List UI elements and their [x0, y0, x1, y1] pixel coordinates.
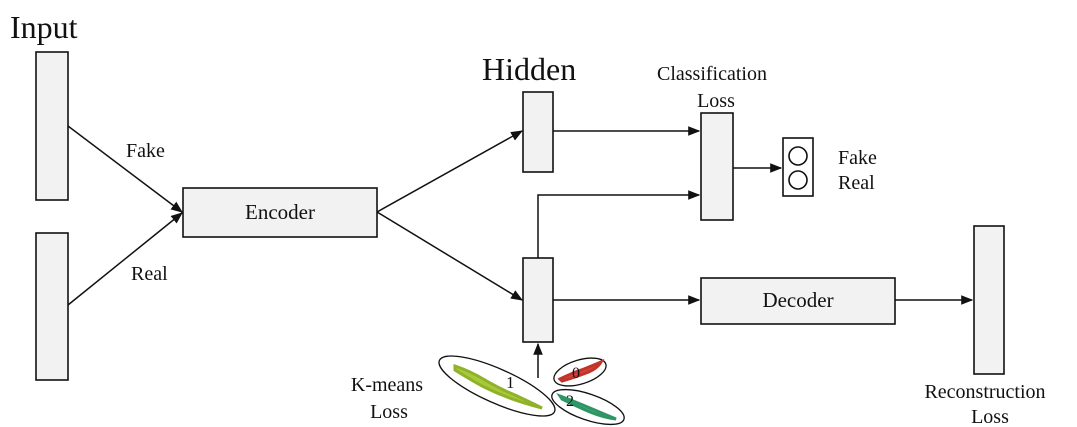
edge-input-real-to-encoder	[67, 212, 183, 306]
input-title: Input	[10, 9, 78, 45]
output-fake-node	[788, 146, 808, 166]
reconstruction-loss-label-line1: Reconstruction	[924, 381, 1045, 403]
edge-latent-to-classifier	[537, 190, 701, 258]
classifier-box	[700, 112, 734, 221]
decoder-box	[700, 277, 896, 325]
edge-encoder-to-hidden-top	[376, 130, 524, 213]
output-real-label: Real	[838, 172, 875, 194]
cluster-1-label: 1	[506, 373, 515, 392]
kmeans-loss-label-line1: K-means	[351, 374, 423, 396]
cluster-1-illustration: 1	[438, 355, 556, 417]
classification-loss-label-line2: Loss	[697, 90, 735, 112]
reconstruction-box	[973, 225, 1005, 375]
cluster-2-illustration: 2	[551, 388, 625, 426]
hidden-latent-box	[522, 257, 554, 343]
edge-encoder-to-hidden-bottom	[376, 211, 524, 301]
edge-input-fake-to-encoder	[67, 125, 183, 213]
hidden-classification-box	[522, 91, 554, 173]
real-edge-label: Real	[131, 263, 168, 285]
encoder-box	[182, 187, 378, 238]
cluster-0-illustration: 0	[553, 357, 607, 387]
cluster-2-label: 2	[566, 393, 574, 410]
hidden-title: Hidden	[482, 51, 576, 87]
kmeans-loss-label-line2: Loss	[370, 401, 408, 423]
output-real-node	[788, 170, 808, 190]
input-fake-box	[35, 51, 69, 201]
classification-loss-label-line1: Classification	[657, 63, 767, 85]
fake-edge-label: Fake	[126, 140, 165, 162]
encoder-label: Encoder	[245, 200, 315, 224]
reconstruction-loss-label-line2: Loss	[971, 406, 1009, 427]
input-real-box	[35, 232, 69, 381]
cluster-0-label: 0	[572, 365, 580, 382]
output-fake-label: Fake	[838, 147, 877, 169]
decoder-label: Decoder	[762, 288, 833, 312]
